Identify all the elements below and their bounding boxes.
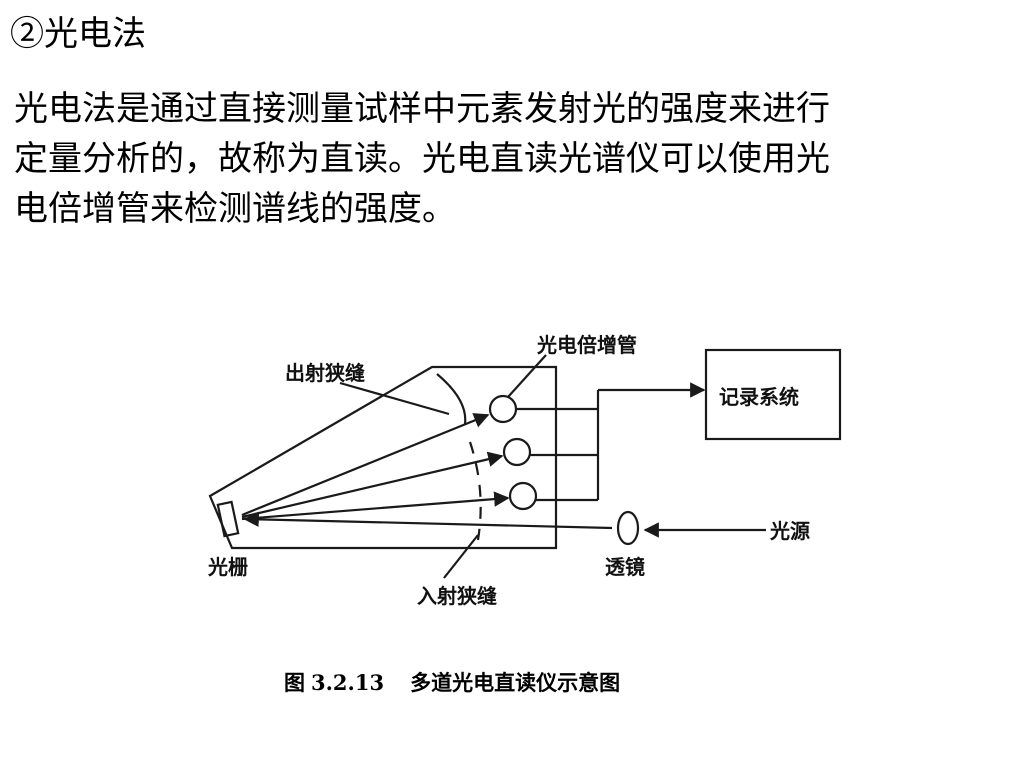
label-exit-slit: 出射狭缝	[285, 361, 365, 385]
diffracted-ray-1	[241, 413, 490, 517]
diffracted-ray-3	[241, 491, 510, 521]
label-photomultiplier: 光电倍增管	[536, 333, 637, 357]
leader-entrance-slit	[443, 534, 479, 579]
label-recorder: 记录系统	[719, 385, 799, 409]
grating-icon	[216, 500, 240, 538]
focal-curve-dashed	[468, 441, 482, 541]
slide-heading: ②光电法	[10, 14, 146, 54]
label-grating: 光栅	[207, 555, 248, 579]
spectrometer-housing	[208, 365, 558, 550]
paragraph-line-1: 光电法是通过直接测量试样中元素发射光的强度来进行	[14, 89, 830, 129]
lens-icon	[616, 510, 640, 546]
photomultiplier-tube-3	[508, 481, 538, 511]
slide-paragraph: 光电法是通过直接测量试样中元素发射光的强度来进行 定量分析的，故称为直读。光电直…	[14, 84, 1010, 234]
photomultiplier-tube-2	[502, 437, 532, 467]
paragraph-line-3: 电倍增管来检测谱线的强度。	[14, 189, 456, 229]
label-entrance-slit: 入射狭缝	[417, 584, 497, 608]
label-lens: 透镜	[605, 555, 645, 579]
spectrometer-diagram: 光电倍增管 出射狭缝 记录系统 光源 光栅 透镜 入射狭缝	[207, 333, 842, 608]
leader-exit-slit	[339, 381, 450, 416]
photomultiplier-tube-1	[488, 394, 518, 424]
diffracted-ray-2	[241, 451, 504, 519]
exit-slit-curve	[436, 373, 467, 425]
paragraph-line-2: 定量分析的，故称为直读。光电直读光谱仪可以使用光	[14, 139, 830, 179]
leader-photomultiplier	[507, 354, 547, 398]
caption-number: 3.2.13	[311, 670, 385, 695]
caption-title: 多道光电直读仪示意图	[410, 670, 621, 695]
caption-prefix: 图	[284, 670, 305, 695]
incident-ray-to-grating	[243, 511, 613, 530]
recorder-box	[704, 348, 842, 441]
label-light-source: 光源	[769, 519, 810, 543]
